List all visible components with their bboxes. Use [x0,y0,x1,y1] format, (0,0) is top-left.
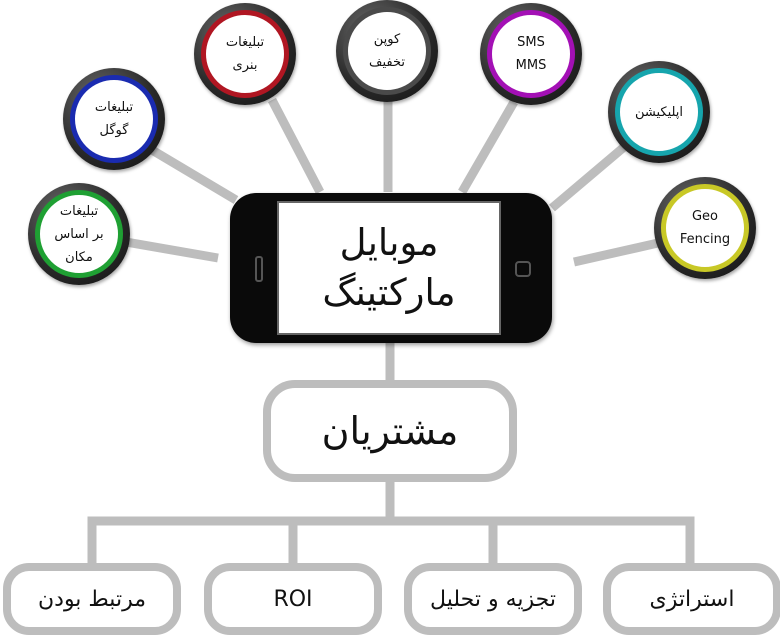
connector-banner [268,97,324,195]
phone-speaker-icon [255,256,263,282]
channel-discount-coupon-line-2: تخفیف [369,55,405,70]
channel-location-ads-line-1: تبلیغات [59,203,99,219]
channel-sms-mms-ring: SMS MMS [487,10,575,98]
channel-geo-fencing-line-2: Fencing [679,232,731,247]
channel-discount-coupon: کوپن تخفیف [336,0,438,102]
phone-screen: موبایل مارکتینگ [277,201,501,335]
channel-geo-fencing: Geo Fencing [654,177,756,279]
channel-google-ads-line-2: گوگل [99,123,129,138]
channel-location-ads-line-3: مکان [65,249,93,265]
customers-label: مشتریان [321,409,459,453]
customers-node: مشتریان [263,380,517,482]
connector-app [549,138,633,212]
outcome-roi: ROI [204,563,382,635]
center-title-line-1: موبایل [339,221,439,264]
channel-banner-ads-ring: تبلیغات بنری [201,10,289,98]
channel-google-ads-line-1: تبلیغات [94,100,134,115]
connector-location [125,237,219,263]
channel-banner-ads: تبلیغات بنری [194,3,296,105]
connector-google [149,146,239,204]
outcome-relevance: مرتبط بودن [3,563,181,635]
channel-location-ads: تبلیغات بر اساس مکان [28,183,130,285]
channel-discount-coupon-ring: کوپن تخفیف [343,7,431,95]
connector-geo [573,238,659,267]
channel-application-ring: اپلیکیشن [615,68,703,156]
channel-sms-mms: SMS MMS [480,3,582,105]
phone-home-button-icon [515,261,531,277]
channel-google-ads-ring: تبلیغات گوگل [70,75,158,163]
outcome-strategy: استراتژی [603,563,780,635]
channel-banner-ads-line-2: بنری [232,58,258,73]
outcome-roi-label: ROI [273,586,313,612]
center-title-line-2: مارکتینگ [322,271,456,314]
channel-sms-mms-line-1: SMS [517,35,545,50]
outcome-strategy-label: استراتژی [649,586,735,612]
channel-discount-coupon-line-1: کوپن [373,32,401,47]
channel-geo-fencing-ring: Geo Fencing [661,184,749,272]
channel-application: اپلیکیشن [608,61,710,163]
channel-application-line-1: اپلیکیشن [634,104,684,120]
channel-banner-ads-line-1: تبلیغات [225,35,265,50]
channel-sms-mms-line-2: MMS [515,58,547,73]
channel-location-ads-line-2: بر اساس [54,226,104,242]
channel-location-ads-ring: تبلیغات بر اساس مکان [35,190,123,278]
connector-bus [87,516,695,564]
outcome-analysis: تجزیه و تحلیل [404,563,582,635]
channel-geo-fencing-line-1: Geo [691,209,719,224]
channel-google-ads: تبلیغات گوگل [63,68,165,170]
connector-sms [458,99,518,195]
outcome-analysis-label: تجزیه و تحلیل [430,586,556,612]
outcome-relevance-label: مرتبط بودن [37,586,146,612]
